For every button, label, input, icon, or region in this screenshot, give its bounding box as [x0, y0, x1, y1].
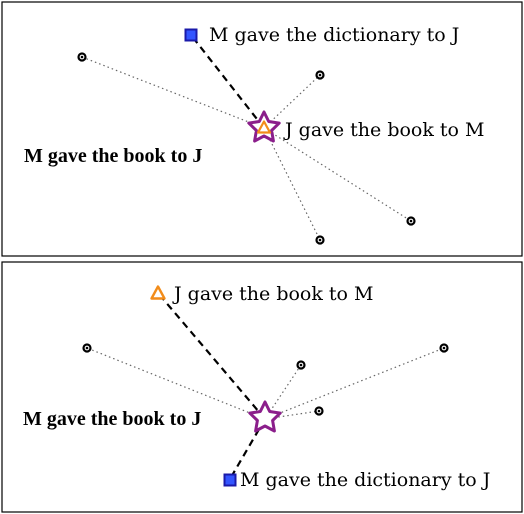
- panel-bottom-frame: [1, 261, 523, 513]
- neighbor-link: [264, 364, 302, 420]
- neighbor-point: [406, 216, 416, 226]
- square-label: M gave the dictionary to J: [240, 469, 490, 491]
- neighbor-link: [81, 56, 265, 129]
- neighbor-point: [296, 360, 306, 370]
- square-label: M gave the dictionary to J: [209, 24, 459, 46]
- neighbor-point: [314, 406, 324, 416]
- neighbor-link: [263, 74, 321, 129]
- square-marker: [223, 473, 237, 487]
- triangle-label: J gave the book to M: [283, 119, 484, 141]
- anchor-label: M gave the book to J: [23, 408, 201, 430]
- square-marker: [184, 28, 198, 42]
- triangle-marker: [150, 285, 166, 300]
- anchor-label: M gave the book to J: [24, 145, 202, 167]
- star-marker: [248, 400, 282, 433]
- neighbor-link: [263, 127, 412, 222]
- panel-top-frame: [1, 1, 523, 257]
- panel-top: M gave the dictionary to J J gave the bo…: [1, 1, 523, 257]
- neighbor-point: [77, 52, 87, 62]
- triangle-marker: [256, 120, 272, 134]
- neighbor-point: [82, 343, 92, 353]
- neighbor-point: [315, 235, 325, 245]
- neighbor-link: [263, 127, 321, 241]
- panel-bottom: J gave the book to M M gave the book to …: [1, 261, 523, 513]
- triangle-label: J gave the book to M: [172, 283, 373, 305]
- neighbor-point: [315, 70, 325, 80]
- square-link: [190, 34, 265, 129]
- triangle-link: [157, 292, 266, 420]
- neighbor-link: [86, 347, 266, 420]
- neighbor-point: [439, 343, 449, 353]
- neighbor-link: [264, 347, 445, 420]
